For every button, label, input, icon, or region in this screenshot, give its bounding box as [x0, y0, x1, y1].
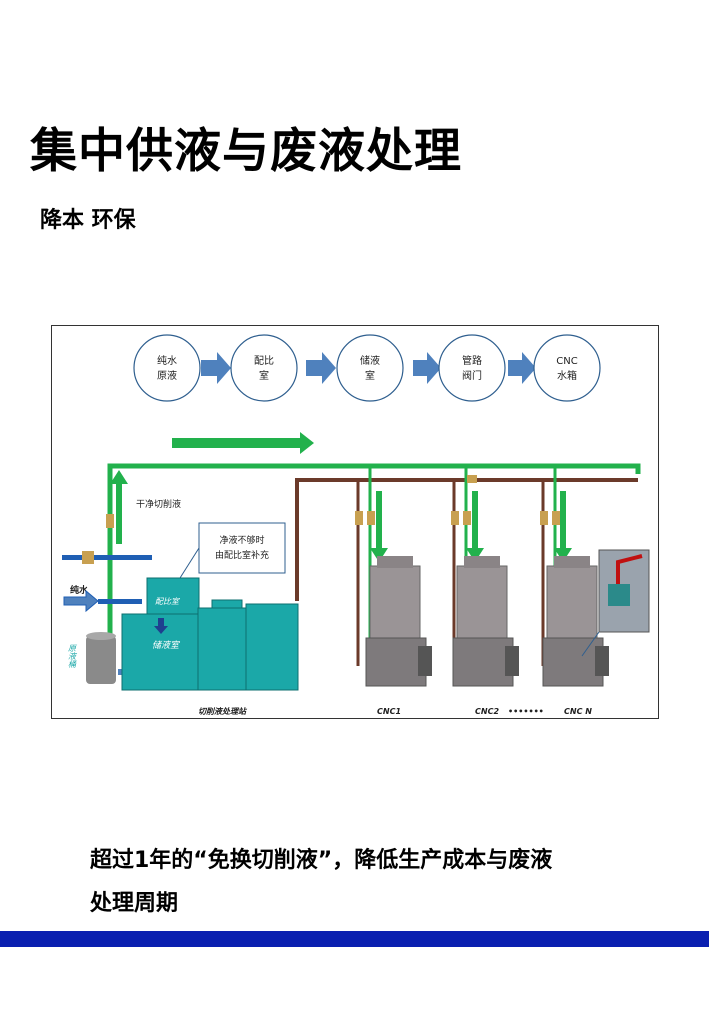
flow-arrow-1 — [201, 352, 231, 384]
flow-step-1-line1: 纯水 — [157, 354, 177, 367]
cnc-machine-2 — [452, 556, 519, 687]
fluid-system-diagram: 纯水 原液 配比 室 储液 室 管路 阀门 CNC 水箱 — [51, 325, 659, 719]
storage-room-label: 储液室 — [152, 640, 181, 651]
flow-step-2: 配比 室 — [230, 334, 298, 402]
brown-return-pipe — [295, 478, 638, 601]
note-callout — [198, 522, 286, 574]
note-line1: 净液不够时 — [219, 534, 264, 546]
flow-step-1: 纯水 原液 — [133, 334, 201, 402]
bottom-accent-bar — [0, 931, 709, 947]
page-subtitle: 降本 环保 — [40, 208, 136, 233]
cnc2-label: CNC2 — [475, 707, 499, 716]
note-line2: 由配比室补充 — [215, 549, 269, 561]
flow-step-5: CNC 水箱 — [533, 334, 601, 402]
station-label: 切削液处理站 — [198, 707, 248, 716]
mixing-room-label: 配比室 — [155, 597, 180, 606]
flow-step-5-line2: 水箱 — [557, 369, 577, 382]
flow-direction-arrow — [172, 432, 314, 454]
raw-tank-label: 原液桶 — [66, 644, 77, 668]
flow-step-3-line2: 室 — [365, 369, 375, 382]
flow-arrow-3 — [413, 352, 441, 384]
caption-line-1: 超过1年的“免换切削液”，降低生产成本与废液 — [90, 848, 553, 873]
cnc-machine-1 — [365, 556, 432, 687]
dots-label: ••••••• — [508, 707, 544, 716]
flow-step-3: 储液 室 — [336, 334, 404, 402]
flow-step-3-line1: 储液 — [360, 354, 380, 367]
flow-step-4: 管路 阀门 — [438, 334, 506, 402]
flow-arrow-2 — [306, 352, 336, 384]
flow-step-4-line2: 阀门 — [462, 369, 482, 382]
flow-step-2-line1: 配比 — [254, 355, 274, 367]
flow-step-5-line1: CNC — [556, 356, 577, 367]
cnc-machine-n — [542, 556, 609, 687]
flow-arrow-4 — [508, 352, 536, 384]
flow-step-1-line2: 原液 — [157, 369, 177, 382]
flow-step-2-line2: 室 — [259, 369, 269, 382]
page-title: 集中供液与废液处理 — [30, 124, 462, 179]
cncn-label: CNC N — [564, 707, 592, 716]
flow-step-4-line1: 管路 — [462, 354, 482, 367]
raw-tank — [86, 636, 116, 684]
clean-fluid-label: 干净切削液 — [136, 498, 181, 510]
diagram-svg: 纯水 原液 配比 室 储液 室 管路 阀门 CNC 水箱 — [62, 334, 650, 716]
caption-line-2: 处理周期 — [90, 891, 179, 916]
cnc1-label: CNC1 — [377, 707, 401, 716]
pure-water-label: 纯水 — [70, 584, 89, 596]
green-supply-pipe — [107, 463, 641, 671]
mixing-room-tank — [146, 577, 200, 615]
